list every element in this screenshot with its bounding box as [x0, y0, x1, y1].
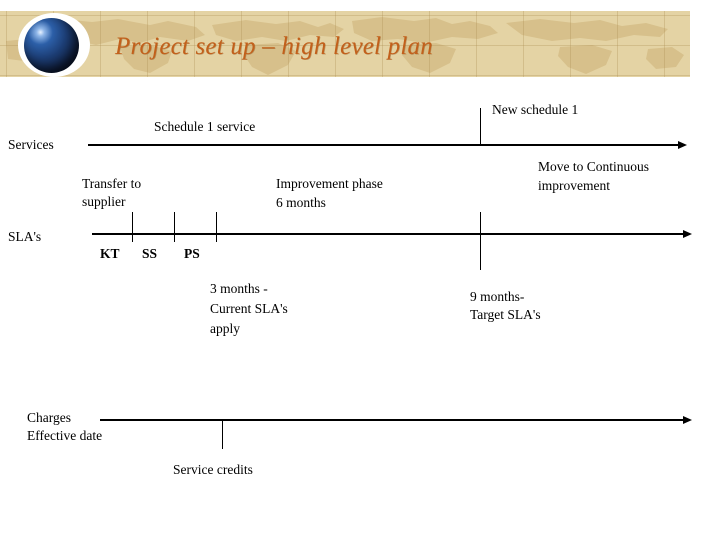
- charges-timeline-arrowhead: [683, 416, 692, 424]
- row-label-effective-date: Effective date: [27, 428, 103, 443]
- title-banner: Project set up – high level plan: [0, 11, 690, 77]
- row-label-slas: SLA's: [8, 229, 42, 244]
- sla-phase-continuous-line1: Move to Continuous: [538, 159, 650, 174]
- sla-segment-ss: SS: [142, 246, 158, 261]
- globe-icon: [24, 18, 79, 73]
- sla-phase-improvement-line2: 6 months: [276, 195, 326, 210]
- services-timeline-arrowhead: [678, 141, 687, 149]
- banner-grid-pattern: [0, 11, 690, 77]
- services-milestone-tick: [480, 108, 481, 146]
- row-label-charges: Charges: [27, 410, 71, 425]
- sla-timeline-arrowhead: [683, 230, 692, 238]
- charges-milestone-label: Service credits: [173, 462, 253, 477]
- page-title: Project set up – high level plan: [115, 33, 433, 60]
- services-schedule-label: Schedule 1 service: [154, 119, 256, 134]
- charges-milestone-tick: [222, 419, 223, 449]
- sla-note-current-line3: apply: [210, 321, 240, 336]
- sla-segment-ps: PS: [184, 246, 200, 261]
- sla-note-target-line2: Target SLA's: [470, 307, 541, 322]
- sla-note-current-line1: 3 months -: [210, 281, 268, 296]
- sla-phase-transfer-line2: supplier: [82, 194, 126, 209]
- charges-timeline-axis: [100, 419, 685, 421]
- sla-tick-target: [480, 212, 481, 270]
- sla-tick-ss-end: [174, 212, 175, 242]
- sla-phase-transfer-line1: Transfer to: [82, 176, 142, 191]
- services-milestone-label: New schedule 1: [492, 102, 579, 117]
- row-label-services: Services: [8, 137, 54, 152]
- sla-note-target-line1: 9 months-: [470, 289, 525, 304]
- sla-phase-improvement-line1: Improvement phase: [276, 176, 383, 191]
- sla-timeline-axis: [92, 233, 685, 235]
- sla-tick-ps-end: [216, 212, 217, 242]
- sla-note-current-line2: Current SLA's: [210, 301, 288, 316]
- sla-segment-kt: KT: [100, 246, 120, 261]
- sla-tick-kt-end: [132, 212, 133, 242]
- sla-phase-continuous-line2: improvement: [538, 178, 610, 193]
- services-timeline-axis: [88, 144, 680, 146]
